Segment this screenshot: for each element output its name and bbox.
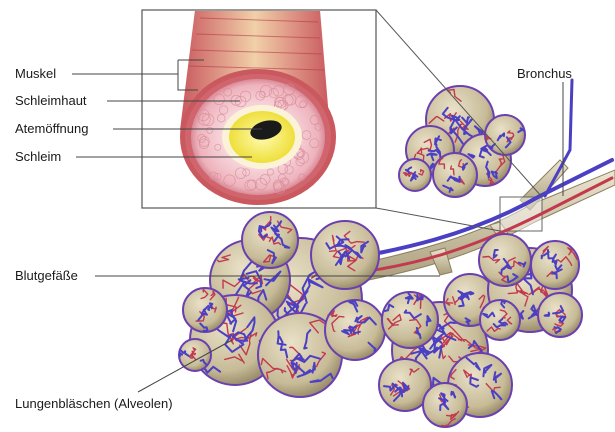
label-muscle: Muskel <box>15 66 56 82</box>
alveolus <box>433 153 477 197</box>
label-alveoli: Lungenbläschen (Alveolen) <box>15 396 173 412</box>
label-airway-opening: Atemöffnung <box>15 121 88 137</box>
label-mucosa: Schleimhaut <box>15 93 87 109</box>
cross-section-inset <box>142 10 376 208</box>
label-bronchus: Bronchus <box>517 66 572 82</box>
label-blood-vessels: Blutgefäße <box>15 268 78 284</box>
label-mucus: Schleim <box>15 149 61 165</box>
